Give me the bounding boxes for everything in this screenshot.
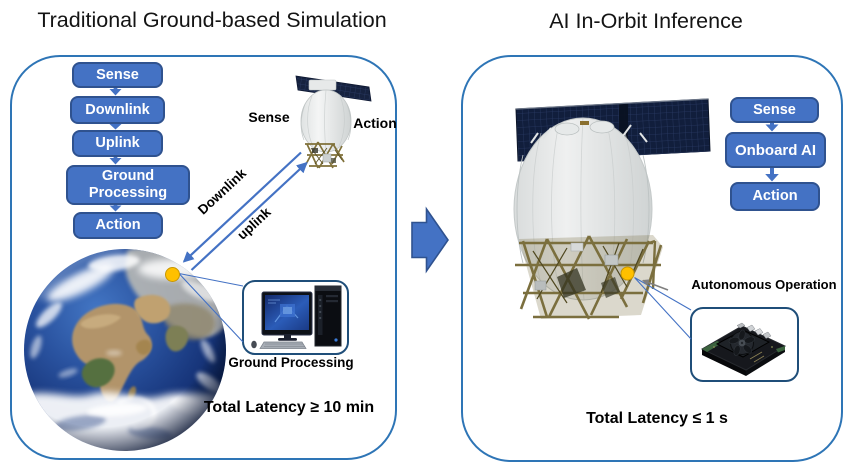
flow-box-ground-processing: Ground Processing bbox=[66, 165, 190, 205]
autonomous-operation-label: Autonomous Operation bbox=[691, 277, 837, 292]
flow-box-sense: Sense bbox=[72, 62, 163, 88]
desktop-computer-illustration bbox=[251, 285, 342, 349]
sat-sense-label: Sense bbox=[248, 109, 290, 125]
autonomous-pointer-arrow bbox=[642, 279, 669, 291]
flow-arrow-icon bbox=[109, 85, 122, 212]
ground-processing-label: Ground Processing bbox=[228, 355, 354, 370]
satellite-illustration-small bbox=[295, 75, 372, 169]
right-latency-label: Total Latency ≤ 1 s bbox=[586, 410, 728, 427]
embedded-ai-board-illustration bbox=[700, 322, 787, 376]
downlink-arrow bbox=[182, 151, 302, 263]
flow-box-downlink: Downlink bbox=[70, 96, 165, 124]
onboard-dot bbox=[620, 266, 635, 281]
right-panel bbox=[461, 55, 843, 462]
left-latency-label: Total Latency ≥ 10 min bbox=[203, 399, 375, 416]
ground-callout-lines bbox=[178, 272, 244, 343]
right-panel-title: AI In-Orbit Inference bbox=[549, 9, 743, 33]
flow-box-uplink: Uplink bbox=[72, 130, 163, 157]
flow-arrow-icon bbox=[765, 119, 779, 182]
earth-illustration bbox=[24, 249, 226, 451]
board-callout-lines bbox=[634, 277, 692, 340]
left-panel bbox=[10, 55, 397, 460]
flow-box-action-right: Action bbox=[730, 182, 820, 211]
transition-arrow-icon bbox=[411, 206, 449, 274]
ground-station-dot bbox=[165, 267, 180, 282]
flow-box-action: Action bbox=[73, 212, 163, 239]
satellite-illustration-large bbox=[513, 98, 711, 320]
flow-box-sense-right: Sense bbox=[730, 97, 819, 123]
uplink-arrow bbox=[190, 161, 308, 271]
left-panel-title: Traditional Ground-based Simulation bbox=[37, 8, 387, 32]
sat-action-label: Action bbox=[353, 115, 397, 131]
flow-box-onboard-ai: Onboard AI bbox=[725, 132, 826, 168]
